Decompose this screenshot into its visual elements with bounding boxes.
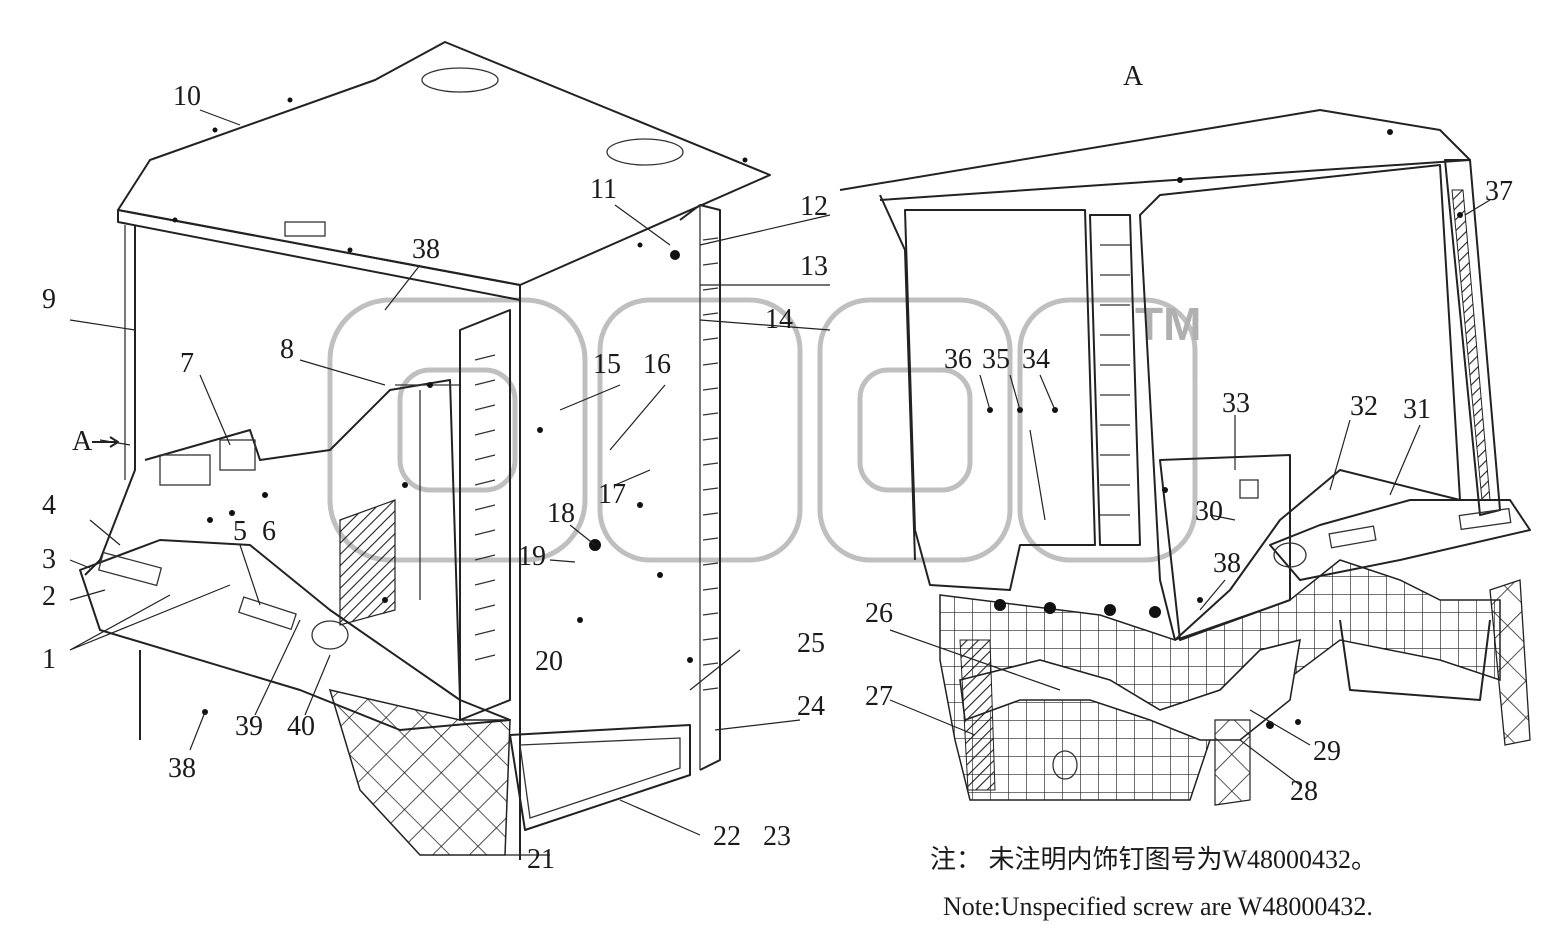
callout-4: 4 (42, 490, 56, 521)
note-english: Note:Unspecified screw are W48000432. (943, 892, 1373, 921)
callout-23: 23 (763, 821, 791, 852)
callout-8: 8 (280, 334, 294, 365)
callout-18: 18 (547, 498, 575, 529)
callout-28: 28 (1290, 776, 1318, 807)
view-arrow-a: A (72, 426, 93, 457)
callout-32: 32 (1350, 391, 1378, 422)
callout-40: 40 (287, 711, 315, 742)
callout-37: 37 (1485, 176, 1513, 207)
view-arrow-icon (92, 436, 119, 448)
callout-38-top: 38 (412, 234, 440, 265)
callout-38-bottom: 38 (168, 753, 196, 784)
callout-5: 5 (233, 516, 247, 547)
callout-24: 24 (797, 691, 825, 722)
callout-21: 21 (527, 844, 555, 875)
right-view-a (839, 109, 1531, 806)
callout-6: 6 (262, 516, 276, 547)
callout-35: 35 (982, 344, 1010, 375)
callout-30: 30 (1195, 496, 1223, 527)
left-cab-view (69, 41, 831, 860)
callout-33: 33 (1222, 388, 1250, 419)
callout-36: 36 (944, 344, 972, 375)
callout-10: 10 (173, 81, 201, 112)
callout-20: 20 (535, 646, 563, 677)
trim-ladder-right (702, 237, 719, 691)
callout-11: 11 (590, 174, 617, 205)
callout-12: 12 (800, 191, 828, 222)
callout-1: 1 (42, 644, 56, 675)
callouts-left: 1 2 3 4 5 6 7 8 9 10 11 12 13 14 15 16 1… (42, 81, 828, 875)
callout-29: 29 (1313, 736, 1341, 767)
callout-26: 26 (865, 598, 893, 629)
callout-38-right: 38 (1213, 548, 1241, 579)
callout-13: 13 (800, 251, 828, 282)
callout-34: 34 (1022, 344, 1050, 375)
leader-lines-left (69, 109, 831, 856)
callout-3: 3 (42, 544, 56, 575)
callouts-right: A 26 27 28 29 30 31 32 33 34 35 36 37 38 (865, 61, 1513, 807)
callout-16: 16 (643, 349, 671, 380)
callout-14: 14 (765, 304, 793, 335)
note-chinese: 注： 未注明内饰钉图号为W48000432。 (930, 845, 1377, 874)
view-title-a: A (1123, 61, 1144, 92)
leader-lines-right (889, 199, 1491, 786)
callout-7: 7 (180, 348, 194, 379)
callout-19: 19 (518, 541, 546, 572)
screw-dots-left (172, 97, 748, 715)
callout-22: 22 (713, 821, 741, 852)
callout-39: 39 (235, 711, 263, 742)
callout-31: 31 (1403, 394, 1431, 425)
callout-2: 2 (42, 581, 56, 612)
callout-9: 9 (42, 284, 56, 315)
callout-25: 25 (797, 628, 825, 659)
callout-27: 27 (865, 681, 893, 712)
trim-ladder-left (474, 354, 496, 661)
callout-17: 17 (598, 479, 626, 510)
callout-15: 15 (593, 349, 621, 380)
